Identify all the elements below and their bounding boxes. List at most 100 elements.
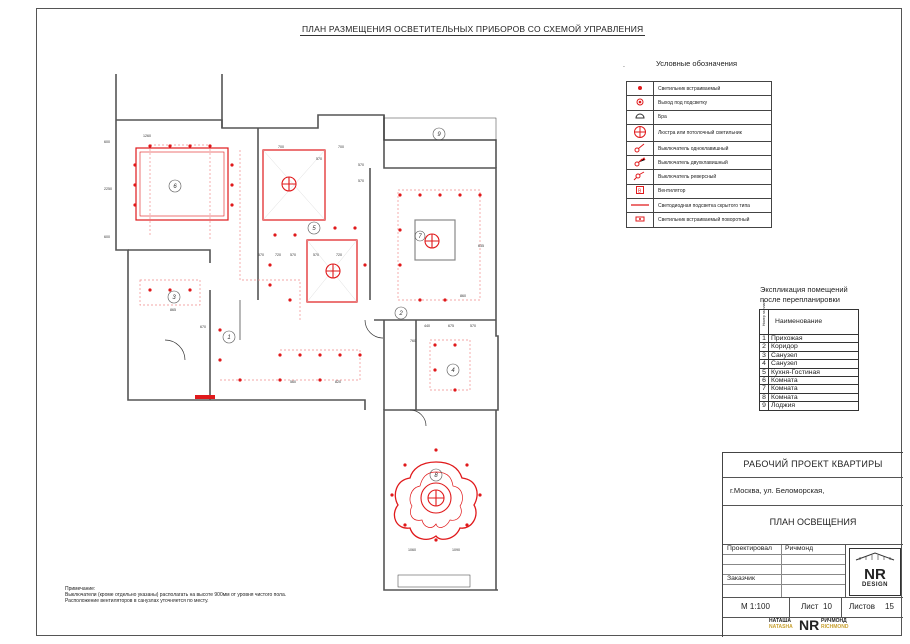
fan-icon: B [635,186,645,197]
dim-label: 860 [460,294,466,298]
dim-label: 700 [338,145,344,149]
note-title: Примечание: [65,586,96,592]
light-points [133,144,482,542]
explication-col-num: Номер на плане [762,299,766,326]
room-label-8: 8 [434,473,438,479]
backlight-outlet-icon [635,98,645,109]
dim-label: 600 [104,140,110,144]
title-block: РАБОЧИЙ ПРОЕКТ КВАРТИРЫ г.Москва, ул. Бе… [722,452,903,637]
loggia [195,117,497,588]
note: Примечание: Выключатели (кроме отдельно … [65,586,286,605]
room-label-5: 5 [312,226,316,232]
footer-left: НАТАША NATASHA [769,618,793,630]
dim-label: 635 [478,244,484,248]
dim-label: 1260 [143,134,151,138]
sheets-value: 15 [885,602,894,611]
nr-design-logo: NR DESIGN [849,548,901,596]
dim-label: 760 [410,339,416,343]
dim-label: 600 [104,235,110,239]
room-label-1: 1 [227,335,230,341]
dim-label: 570 [258,253,264,257]
legend-title: Условные обозначения [656,59,738,68]
rotary-light-icon [634,216,646,225]
note-line2: Расположение вентиляторов в санузлах уто… [65,598,209,605]
note-line1: Выключатели (кроме отдельно указаны) рас… [65,592,287,599]
dim-label: 2250 [104,187,112,191]
designed-value: Ричмонд [785,545,814,552]
dim-label: 570 [358,179,364,183]
svg-text:B: B [638,189,642,195]
ceiling-contours [135,147,456,303]
sheet-value: 10 [823,602,832,611]
legend-row: Выключатель одноклавишный [626,140,772,157]
dim-label: 1060 [408,548,416,552]
legend-label: Светодиодная подсветка скрытого типа [653,198,772,214]
legend-row: Выход под подсветку [626,95,772,111]
legend-label: Выключатель одноклавишный [653,140,772,157]
explication-title-line1: Экспликация помещений [760,285,848,294]
legend-row: Выключатель реверсный [626,169,772,185]
wiring [139,144,481,391]
legend-row: B Вентилятор [626,183,772,200]
double-switch-icon [633,157,647,169]
dim-label: 570 [290,253,296,257]
legend-table: Светильник встраиваемый Выход под подсве… [626,80,772,228]
room-label-2: 2 [398,311,403,317]
project-title: РАБОЧИЙ ПРОЕКТ КВАРТИРЫ [743,459,883,469]
dimension-labels: 1260 600 2250 600 700 570 570 700 570 57… [104,134,484,552]
footer-right: РИЧМОНД RICHMOND [821,618,849,630]
customer-label: Заказчик [727,575,755,582]
dim-label: 700 [278,145,284,149]
chandeliers [281,176,452,514]
recessed-light-icon [635,85,645,95]
sheets-label: Листов [849,602,875,611]
logo-sub: DESIGN [861,582,888,588]
legend-row: Выключатель двухклавишный [626,155,772,171]
explication-title: Экспликация помещений после перепланиров… [760,285,848,305]
dim-label: 865 [170,308,176,312]
led-strip-icon [630,204,650,210]
legend-marker: . [623,62,625,69]
legend-label: Светильник встраиваемый поворотный [653,212,772,228]
legend-label: Выключатель реверсный [653,169,772,185]
room-markers [167,127,460,482]
dim-label: 440 [424,324,430,328]
explication-col-name: Наименование [768,309,859,335]
wall-lamp-icon [634,113,646,123]
legend-label: Выход под подсветку [653,95,772,111]
footer-logo: NR [799,617,820,633]
reverse-switch-icon [633,171,647,183]
dim-label: 570 [358,163,364,167]
project-address: г.Москва, ул. Беломорская, [730,486,825,495]
chandelier-icon [633,125,647,141]
doors [164,300,427,427]
legend-label: Бра [653,109,772,125]
legend-row: Светильник встраиваемый поворотный [626,212,772,228]
dim-label: 560 [290,380,296,384]
room-label-3: 3 [172,295,176,301]
ceiling-diagonals [262,149,358,303]
dim-label: 675 [448,324,454,328]
logo-roof-icon [855,552,895,561]
legend-row: Бра [626,109,772,125]
scale: М 1:100 [741,602,770,611]
room-label-9: 9 [437,132,441,138]
dim-label: 570 [470,324,476,328]
room-label-6: 6 [173,184,177,190]
dim-label: 570 [313,253,319,257]
dim-label: 720 [275,253,281,257]
dim-label: 1090 [452,548,460,552]
legend-label: Вентилятор [653,183,772,200]
single-switch-icon [633,143,647,155]
dim-label: 720 [336,253,342,257]
walls [115,74,499,591]
